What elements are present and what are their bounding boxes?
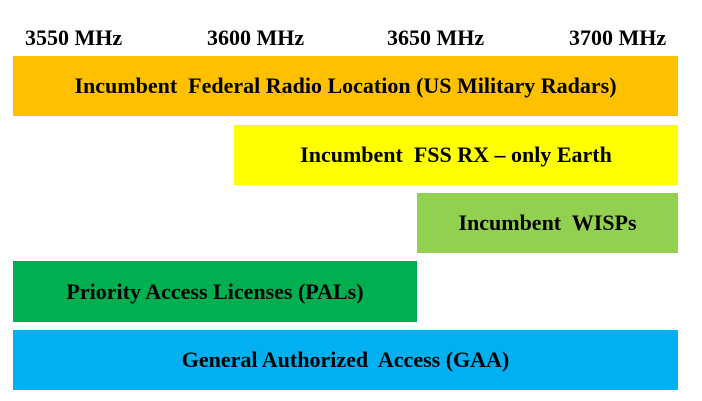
band-federal-radio-location: Incumbent Federal Radio Location (US Mil…	[13, 56, 678, 116]
band-label: Incumbent FSS RX – only Earth	[300, 142, 612, 167]
band-fss-rx: Incumbent FSS RX – only Earth	[234, 125, 678, 185]
band-wisps: Incumbent WISPs	[417, 193, 678, 253]
band-pal: Priority Access Licenses (PALs)	[13, 261, 417, 322]
freq-label-3650: 3650 MHz	[387, 25, 485, 50]
band-label: Incumbent WISPs	[458, 210, 637, 235]
band-label: Priority Access Licenses (PALs)	[66, 278, 364, 304]
freq-label-3700: 3700 MHz	[569, 25, 667, 50]
band-gaa: General Authorized Access (GAA)	[13, 330, 678, 390]
freq-label-3600: 3600 MHz	[207, 25, 305, 50]
freq-label-3550: 3550 MHz	[25, 25, 123, 50]
band-label: Incumbent Federal Radio Location (US Mil…	[74, 73, 617, 98]
band-label: General Authorized Access (GAA)	[181, 347, 510, 372]
